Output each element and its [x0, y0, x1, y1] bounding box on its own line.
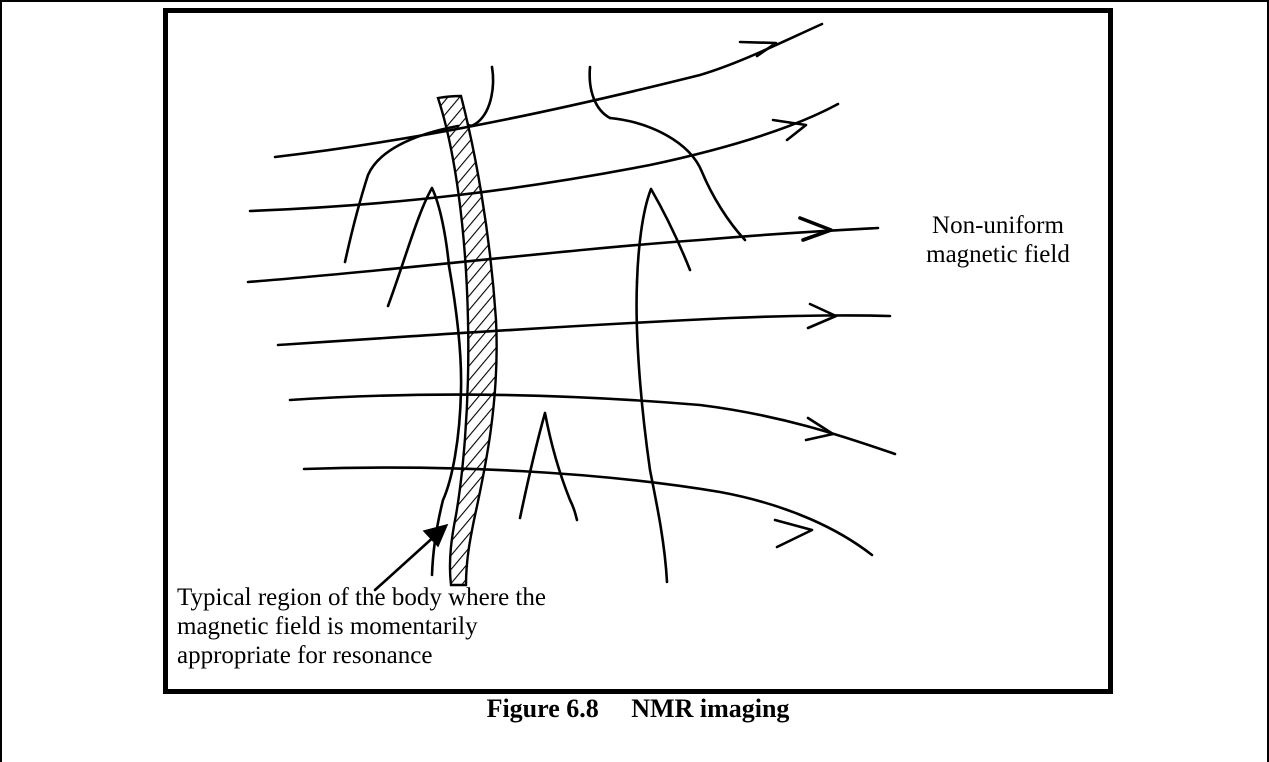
field-line-1-arrow	[740, 42, 776, 56]
region-label-line-3: appropriate for resonance	[177, 641, 697, 670]
field-line-3-arrow	[800, 218, 831, 240]
field-line-6-arrow	[775, 520, 812, 547]
field-line-4	[278, 315, 890, 345]
field-label-line-1: Non-uniform	[908, 211, 1088, 240]
neck-left-outline	[468, 67, 493, 126]
page: Non-uniform magnetic field Typical regio…	[0, 0, 1269, 727]
region-label-line-1: Typical region of the body where the	[177, 583, 697, 612]
field-line-5	[290, 395, 895, 454]
right-shoulder-arm-outline	[610, 118, 745, 240]
field-label-line-2: magnetic field	[908, 240, 1088, 269]
field-label: Non-uniform magnetic field	[908, 211, 1088, 269]
region-label: Typical region of the body where the mag…	[177, 583, 697, 670]
neck-right-outline	[590, 67, 610, 118]
leg-inner-outline	[520, 413, 577, 520]
region-label-line-2: magnetic field is momentarily	[177, 612, 697, 641]
pointer-arrow-line	[375, 534, 437, 590]
field-line-2	[250, 104, 838, 211]
body-right-outline	[637, 282, 667, 582]
figure-caption: Figure 6.8 NMR imaging	[163, 694, 1113, 724]
field-line-1	[275, 24, 822, 157]
left-arm-inner-outline	[388, 188, 449, 306]
right-arm-inner-outline	[637, 189, 690, 282]
field-line-3	[248, 228, 878, 282]
resonance-slice	[438, 96, 497, 585]
